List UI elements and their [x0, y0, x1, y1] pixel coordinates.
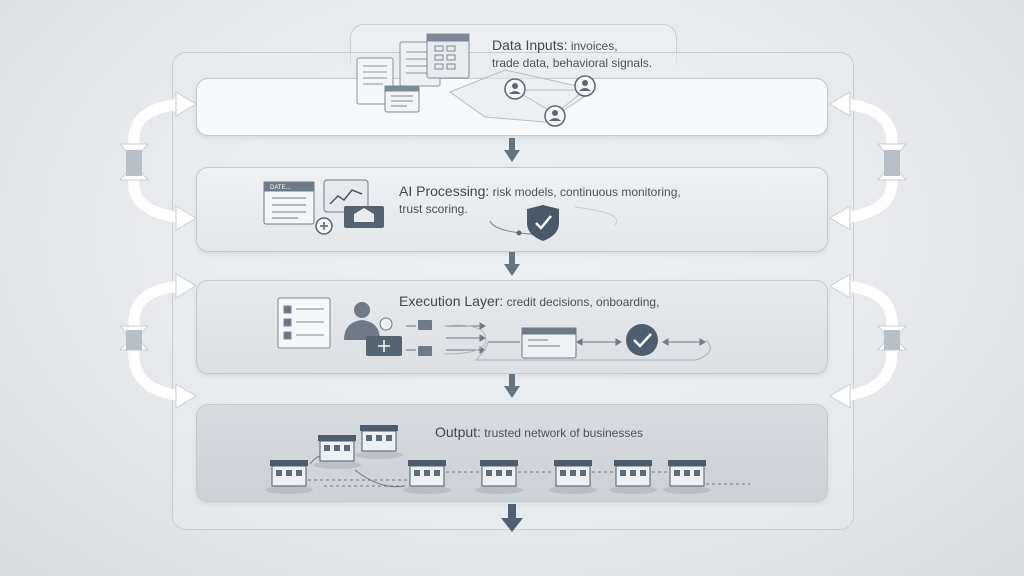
chart-monitor-icon [323, 179, 369, 213]
data-inputs-label: Data Inputs: invoices, trade data, behav… [492, 37, 652, 72]
double-arrow-2 [474, 338, 711, 361]
down-arrow-2 [504, 252, 520, 276]
down-arrow-1 [504, 138, 520, 162]
data-inputs-desc-2: trade data, behavioral signals. [492, 56, 653, 70]
execution-desc-1: credit decisions, onboarding, [506, 295, 660, 309]
execution-icons [277, 297, 711, 361]
execution-title: Execution Layer: [399, 293, 504, 309]
business-building-icon [355, 425, 403, 459]
flow-arrows-left [406, 322, 487, 355]
person-at-desk-icon [344, 302, 402, 356]
down-arrow-3 [504, 374, 520, 398]
right-feedback-loops [829, 91, 908, 409]
shield-check-icon [527, 205, 559, 241]
document-icon [356, 57, 394, 105]
ai-processing-desc-1: risk models, continuous monitoring, [492, 185, 681, 199]
ai-processing-label: AI Processing: risk models, continuous m… [399, 183, 681, 218]
business-building-icon [265, 460, 313, 494]
execution-label: Execution Layer: credit decisions, onboa… [399, 293, 659, 311]
business-building-icon [313, 435, 361, 469]
ai-processing-title: AI Processing: [399, 183, 490, 199]
checklist-icon [277, 297, 331, 349]
shield-ring [489, 205, 618, 241]
left-feedback-loops [118, 91, 197, 409]
approval-check-icon [626, 324, 658, 356]
output-label: Output: trusted network of businesses [435, 424, 643, 442]
output-desc-1: trusted network of businesses [484, 426, 644, 440]
business-building-icon [663, 460, 711, 494]
business-building-icon [475, 460, 523, 494]
user-node-icon-1 [504, 78, 526, 100]
table-window-icon [426, 33, 470, 79]
output-title: Output: [435, 424, 481, 440]
data-inputs-icons [356, 33, 597, 127]
double-arrow-1 [576, 338, 622, 346]
data-inputs-desc-1: invoices, [570, 39, 618, 53]
down-arrow-4 [501, 504, 523, 532]
report-window-icon [263, 181, 315, 225]
business-building-icon [549, 460, 597, 494]
ai-processing-desc-2: trust scoring. [399, 202, 468, 216]
business-building-icon [609, 460, 657, 494]
invoice-icon [384, 85, 420, 113]
screen-label: DATE... [270, 185, 291, 191]
user-node-icon-3 [544, 105, 566, 127]
add-icon [315, 217, 333, 235]
dashboard-window-icon [488, 327, 577, 359]
business-building-icon [403, 460, 451, 494]
user-node-icon-2 [574, 75, 596, 97]
ai-processing-icons: DATE... [263, 179, 384, 235]
envelope-icon-1 [418, 320, 432, 330]
business-network [265, 425, 750, 494]
house-icon [344, 206, 384, 228]
data-inputs-title: Data Inputs: [492, 37, 568, 53]
envelope-icon-2 [418, 346, 432, 356]
